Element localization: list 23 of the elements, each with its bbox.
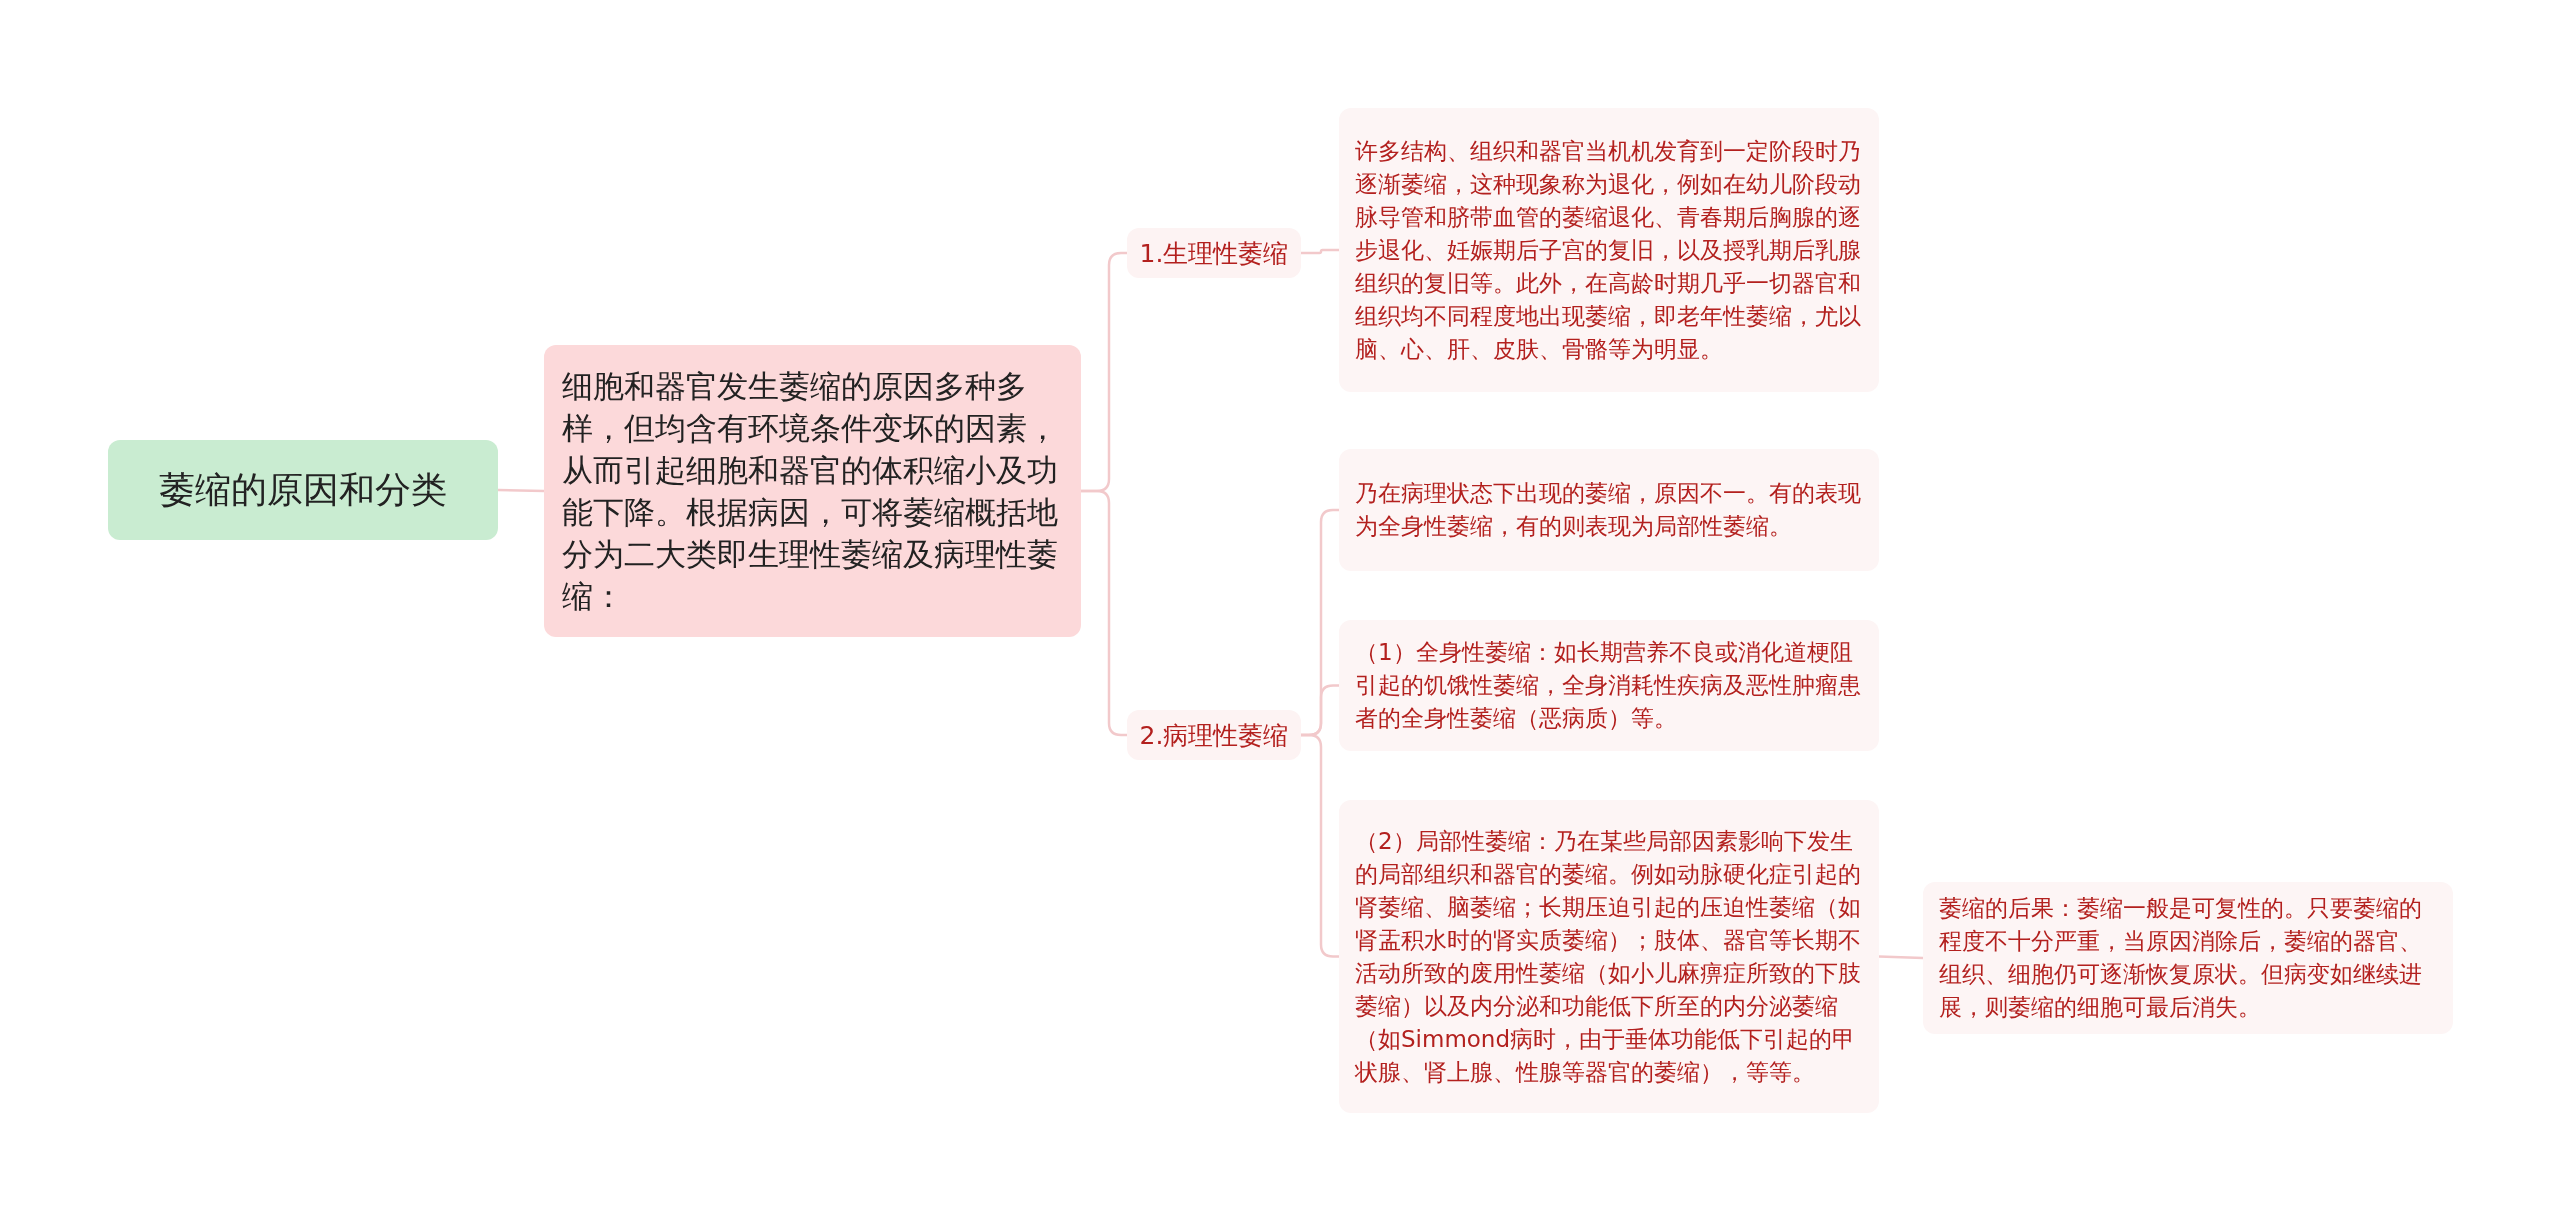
note-box [1339, 800, 1879, 1113]
topic-box [1127, 710, 1301, 760]
note-box [1339, 108, 1879, 392]
topic-text: 细胞和器官发生萎缩的原因多种多样，但均含有环境条件变坏的因素，从而引起细胞和器官的体积缩小及功能下降。根据病因，可将萎缩概括地分为二大类即生理性萎缩及病理性萎缩： [562, 367, 1059, 616]
note-text: 萎缩的后果：萎缩一般是可复性的。只要萎缩的程度不十分严重，当原因消除后，萎缩的器官、组织、细胞仍可逐渐恢复原状。但病变如继续进展，则萎缩的细胞可最后消失。 [1939, 894, 2423, 1022]
connector-line [1878, 955, 1924, 960]
connector-line [1301, 248, 1339, 255]
note-text: （1）全身性萎缩：如长期营养不良或消化道梗阻引起的饥饿性萎缩，全身消耗性疾病及恶性肿瘤患者的全身性萎缩（恶病质）等。 [1355, 638, 1862, 733]
note-text: （2）局部性萎缩：乃在某些局部因素影响下发生的局部组织和器官的萎缩。例如动脉硬化症引起的肾萎缩、脑萎缩；长期压迫引起的压迫性萎缩（如肾盂积水时的肾实质萎缩）；肢体、器官等长期不活动所致的废用性萎缩（如小儿麻痹症所致的下肢萎缩）以及内分泌和功能低下所至的内分泌萎缩（如Simmond病时，由于垂体功能低下引起的甲状腺、肾上腺、性腺等器官的萎缩），等等。 [1355, 826, 1862, 1087]
connector-line [1301, 733, 1339, 958]
topic-title: 萎缩的原因和分类 [159, 467, 447, 512]
topic-label: 1.生理性萎缩 [1139, 237, 1289, 270]
topic-label: 2.病理性萎缩 [1139, 719, 1289, 752]
topic-box [1127, 228, 1301, 278]
connector-line [497, 488, 545, 493]
topic-box [108, 440, 498, 540]
connector-line [1081, 489, 1127, 737]
note-box [1339, 449, 1879, 571]
note-box [1339, 620, 1879, 751]
note-text: 乃在病理状态下出现的萎缩，原因不一。有的表现为全身性萎缩，有的则表现为局部性萎缩。 [1355, 479, 1862, 541]
topic-box [544, 345, 1081, 637]
note-box [1923, 882, 2453, 1034]
note-text: 许多结构、组织和器官当机机发育到一定阶段时乃逐渐萎缩，这种现象称为退化，例如在幼儿阶段动脉导管和脐带血管的萎缩退化、青春期后胸腺的逐步退化、妊娠期后子宫的复旧，以及授乳期后乳腺组织的复旧等。此外，在高龄时期几乎一切器官和组织均不同程度地出现萎缩，即老年性萎缩，尤以脑、心、肝、皮肤、骨骼等为明显。 [1355, 136, 1862, 364]
